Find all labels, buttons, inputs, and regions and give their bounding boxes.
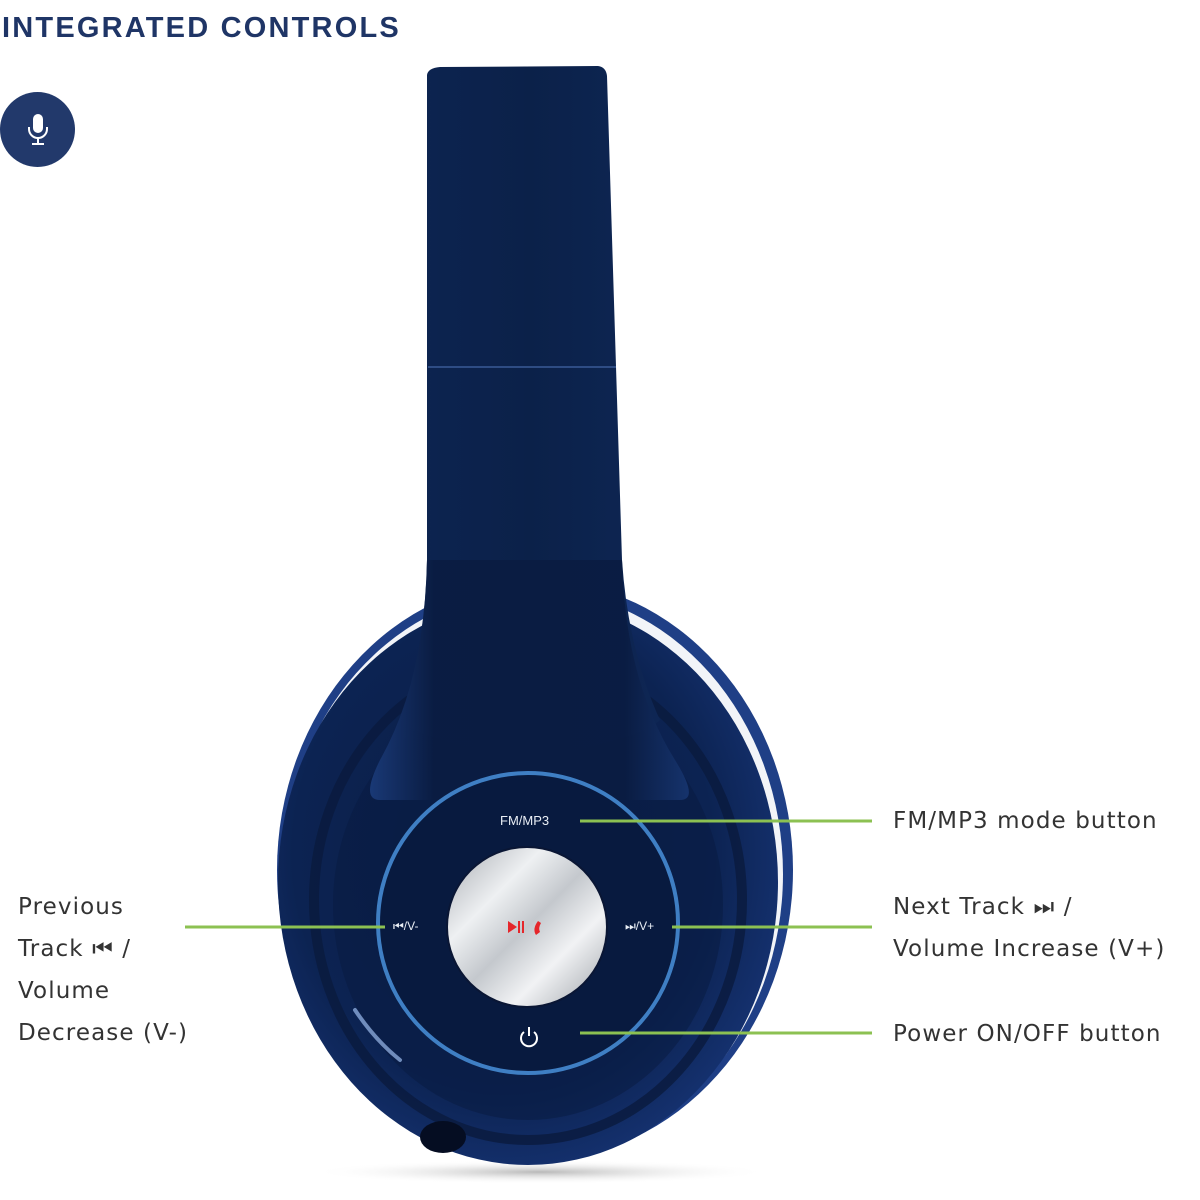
- callout-previous-track: Previous Track ⏮ / Volume Decrease (V-): [18, 894, 189, 1046]
- callout-power: Power ON/OFF button: [893, 1021, 1162, 1047]
- drop-shadow: [310, 1160, 770, 1184]
- next-track-button[interactable]: ⏭/V+: [625, 919, 655, 933]
- phone-icon: [534, 921, 541, 935]
- callout-next-track: Next Track ⏭ / Volume Increase (V+): [893, 894, 1166, 962]
- microphone-badge: [0, 92, 75, 167]
- fm-mp3-button[interactable]: FM/MP3: [500, 813, 550, 828]
- play-pause-icon: [508, 921, 524, 933]
- play-pause-call-button[interactable]: [448, 848, 606, 1006]
- previous-track-button[interactable]: ⏮/V-: [393, 919, 419, 933]
- control-ring: [376, 771, 680, 1075]
- callout-lines: [185, 819, 872, 1035]
- audio-jack: [420, 1121, 466, 1153]
- power-icon[interactable]: [520, 1027, 538, 1048]
- callout-fm-mp3: FM/MP3 mode button: [893, 808, 1158, 834]
- microphone-icon: [27, 113, 48, 145]
- page-title: INTEGRATED CONTROLS: [2, 12, 401, 44]
